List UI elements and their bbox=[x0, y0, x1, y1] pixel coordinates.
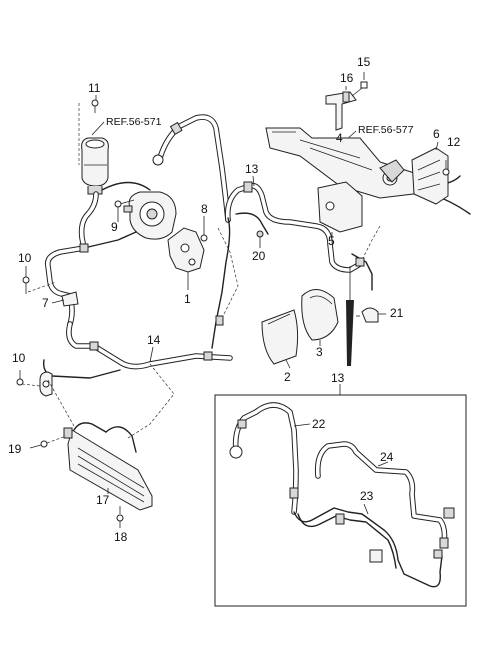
hose-14 bbox=[42, 315, 233, 379]
callout-5: 5 bbox=[328, 234, 335, 248]
hose-13-dash bbox=[217, 227, 239, 319]
hose-reservoir-return bbox=[78, 181, 151, 251]
bolt-8 bbox=[200, 216, 208, 242]
reservoir bbox=[81, 137, 109, 195]
callout-4: 4 bbox=[336, 131, 343, 145]
bolt-20 bbox=[256, 230, 264, 248]
callout-7: 7 bbox=[42, 296, 49, 310]
callout-1: 1 bbox=[184, 292, 191, 306]
callout-6: 6 bbox=[433, 127, 440, 141]
guide-right-lower bbox=[127, 363, 175, 439]
box-pointer bbox=[346, 300, 354, 366]
callout-18: 18 bbox=[114, 530, 128, 544]
gear-dash bbox=[359, 225, 381, 265]
cover-3 bbox=[301, 289, 339, 346]
bolt-11 bbox=[91, 95, 99, 113]
hose-13-upper bbox=[224, 181, 363, 273]
callout-13-lower: 13 bbox=[331, 371, 345, 385]
clamp-12 bbox=[442, 160, 450, 176]
callout-9: 9 bbox=[111, 220, 118, 234]
callout-10-upper: 10 bbox=[18, 251, 32, 265]
callout-15: 15 bbox=[357, 55, 371, 69]
callout-22: 22 bbox=[312, 417, 326, 431]
callout-3: 3 bbox=[316, 345, 323, 359]
bolt-19 bbox=[29, 435, 67, 449]
ref-reservoir: REF.56-571 bbox=[91, 116, 162, 136]
hose-left-return bbox=[44, 231, 137, 327]
callout-20: 20 bbox=[252, 249, 266, 263]
hose-pump-pressure bbox=[152, 114, 231, 223]
callout-23: 23 bbox=[360, 489, 374, 503]
return-line-upper bbox=[211, 212, 373, 349]
callout-2: 2 bbox=[284, 370, 291, 384]
callout-16: 16 bbox=[340, 71, 354, 85]
bolt-15 bbox=[351, 72, 368, 97]
clamp-21 bbox=[356, 307, 386, 323]
gear-housing-5 bbox=[317, 181, 363, 238]
callout-19: 19 bbox=[8, 442, 22, 456]
callout-10-lower: 10 bbox=[12, 351, 26, 365]
guide-left-lower bbox=[47, 379, 75, 427]
callout-14: 14 bbox=[147, 333, 161, 347]
oil-cooler-17 bbox=[63, 422, 153, 511]
bracket-1 bbox=[167, 227, 205, 290]
callout-17: 17 bbox=[96, 493, 110, 507]
callout-11: 11 bbox=[88, 81, 101, 95]
steering-gear-rack bbox=[265, 127, 471, 215]
callout-8: 8 bbox=[201, 202, 208, 216]
bolt-18 bbox=[116, 506, 124, 528]
clip-10-lower bbox=[39, 371, 53, 397]
boot-6 bbox=[411, 147, 449, 205]
bracket-4 bbox=[325, 91, 357, 131]
hose-24 bbox=[314, 441, 455, 549]
cover-2 bbox=[261, 309, 299, 369]
callout-12: 12 bbox=[447, 135, 461, 149]
ref-steering-gear-label: REF.56-577 bbox=[358, 124, 414, 136]
bolt-16 bbox=[342, 86, 350, 103]
power-steering-pump bbox=[119, 191, 177, 240]
callout-21: 21 bbox=[390, 306, 404, 320]
bolt-10-lower bbox=[16, 370, 41, 387]
ref-reservoir-label: REF.56-571 bbox=[106, 116, 162, 128]
callout-13-upper: 13 bbox=[245, 162, 259, 176]
hose-22 bbox=[229, 402, 311, 515]
assembly-13-box bbox=[214, 394, 467, 607]
hose-23 bbox=[293, 503, 443, 588]
bolt-9 bbox=[114, 200, 122, 222]
callout-24: 24 bbox=[380, 450, 394, 464]
